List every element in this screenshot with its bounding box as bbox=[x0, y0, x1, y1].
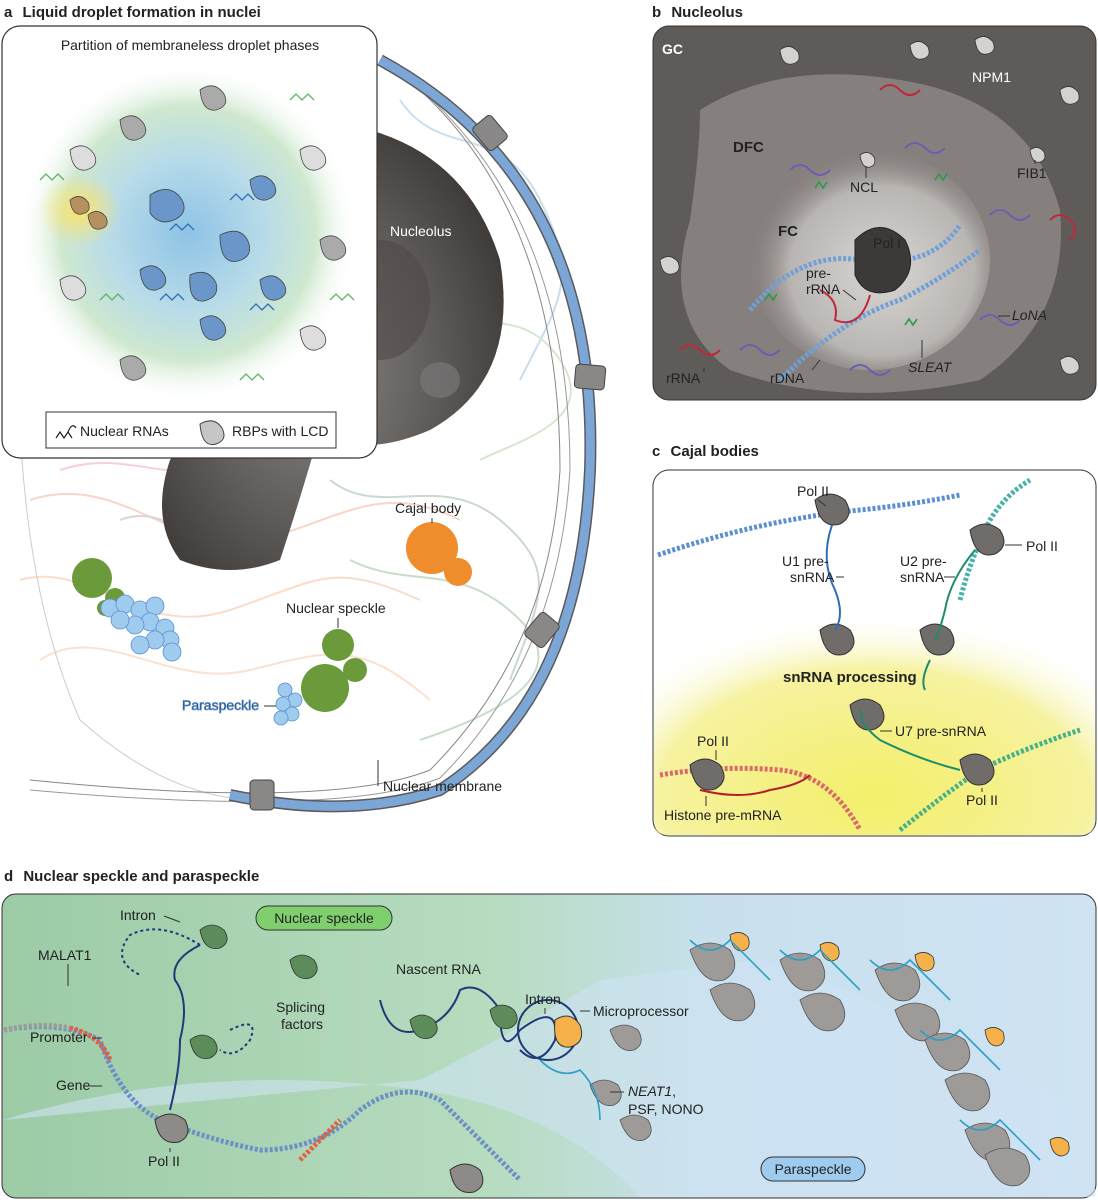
fib1-label: FIB1 bbox=[1017, 165, 1047, 181]
cajal-body: Cajal body bbox=[395, 500, 472, 586]
malat1-label: MALAT1 bbox=[38, 947, 92, 963]
neat1-label: NEAT1, bbox=[628, 1083, 676, 1099]
pol-ii-right-label: Pol II bbox=[1026, 538, 1058, 554]
u1-dna bbox=[657, 492, 961, 558]
splicing-label-1: Splicing bbox=[276, 999, 325, 1015]
nuclear-pore bbox=[249, 114, 607, 811]
nuclear-speckle-badge bbox=[255, 905, 393, 931]
panel-d: d Nuclear speckle and paraspeckle bbox=[1, 868, 1097, 1199]
rbp-droplet-proteins bbox=[59, 85, 347, 381]
pol-ii-top-label: Pol II bbox=[797, 483, 829, 499]
u2-label-2: snRNA bbox=[900, 569, 945, 585]
microprocessor-label: Microprocessor bbox=[593, 1003, 689, 1019]
nuclear-speckle-badge-text: Nuclear speckle bbox=[274, 910, 374, 926]
panel-d-title: d Nuclear speckle and paraspeckle bbox=[4, 868, 259, 885]
legend-rbp-label: RBPs with LCD bbox=[232, 423, 328, 439]
panel-a-title: a Liquid droplet formation in nuclei bbox=[4, 4, 261, 21]
pol-ii-left-label: Pol II bbox=[697, 733, 729, 749]
inset-legend: Nuclear RNAs RBPs with LCD bbox=[45, 411, 337, 449]
pol-i-label: Pol I bbox=[873, 235, 901, 251]
inset-title: Partition of membraneless droplet phases bbox=[61, 37, 319, 53]
nucleus bbox=[18, 54, 607, 813]
paraspeckle-label: Paraspeckle bbox=[182, 697, 259, 713]
u2-label-1: U2 pre- bbox=[900, 553, 947, 569]
paraspeckle-units bbox=[539, 932, 1070, 1187]
pre-rrna-label-1: pre- bbox=[806, 265, 831, 281]
rbp-icon bbox=[199, 420, 225, 446]
neat1-partners-label: PSF, NONO bbox=[628, 1101, 704, 1117]
microprocessor-complex bbox=[554, 1015, 583, 1048]
promoter-label: Promoter bbox=[30, 1029, 88, 1045]
rna-icon bbox=[55, 425, 77, 440]
intron-2-label: Intron bbox=[525, 991, 561, 1007]
rrna-label: rRNA bbox=[666, 370, 701, 386]
fc-label: FC bbox=[778, 223, 798, 240]
nuclear-speckle-label: Nuclear speckle bbox=[286, 600, 386, 616]
pol-i-complex bbox=[854, 227, 912, 294]
pol-ii-d-label: Pol II bbox=[148, 1153, 180, 1169]
ncl-label: NCL bbox=[850, 179, 878, 195]
nucleolus-label: Nucleolus bbox=[390, 223, 451, 239]
paraspeckle: Paraspeckle bbox=[100, 594, 303, 726]
pol-ii-bottom-label: Pol II bbox=[966, 792, 998, 808]
u1-label-1: U1 pre- bbox=[782, 553, 829, 569]
legend-rna-label: Nuclear RNAs bbox=[80, 423, 169, 439]
panel-a: a Liquid droplet formation in nuclei bbox=[1, 4, 607, 813]
sleat-label: SLEAT bbox=[908, 359, 953, 375]
nuclear-speckle: Nuclear speckle bbox=[72, 558, 386, 712]
gene-strand bbox=[3, 1024, 522, 1182]
panel-b-title: b Nucleolus bbox=[652, 4, 743, 21]
rdna-label: rDNA bbox=[770, 370, 805, 386]
snrna-processing-label: snRNA processing bbox=[783, 669, 917, 686]
nuclear-membrane-label: Nuclear membrane bbox=[383, 778, 502, 794]
cajal-body-label: Cajal body bbox=[395, 500, 461, 516]
gene-label: Gene bbox=[56, 1077, 90, 1093]
npm1-label: NPM1 bbox=[972, 69, 1011, 85]
panel-c: c Cajal bodies Pol II Pol II U1 pre bbox=[652, 443, 1097, 837]
paraspeckle-badge-text: Paraspeckle bbox=[774, 1161, 851, 1177]
paraspeckle-badge bbox=[760, 1156, 866, 1182]
intron-1-label: Intron bbox=[120, 907, 156, 923]
splicing-label-2: factors bbox=[281, 1016, 323, 1032]
gc-label: GC bbox=[662, 41, 683, 57]
lona-label: LoNA bbox=[1012, 307, 1047, 323]
u7-label: U7 pre-snRNA bbox=[895, 723, 987, 739]
nascent-rna-label: Nascent RNA bbox=[396, 961, 481, 977]
panel-b: b Nucleolus bbox=[652, 4, 1097, 401]
u1-label-2: snRNA bbox=[790, 569, 835, 585]
pre-rrna-label-2: rRNA bbox=[806, 281, 841, 297]
nuclear-rna-strands bbox=[39, 93, 355, 381]
histone-label: Histone pre-mRNA bbox=[664, 807, 782, 823]
u2-dna bbox=[957, 477, 1032, 601]
dfc-label: DFC bbox=[733, 139, 764, 156]
droplet-inset: Partition of membraneless droplet phases bbox=[1, 25, 378, 459]
panel-c-title: c Cajal bodies bbox=[652, 443, 759, 460]
